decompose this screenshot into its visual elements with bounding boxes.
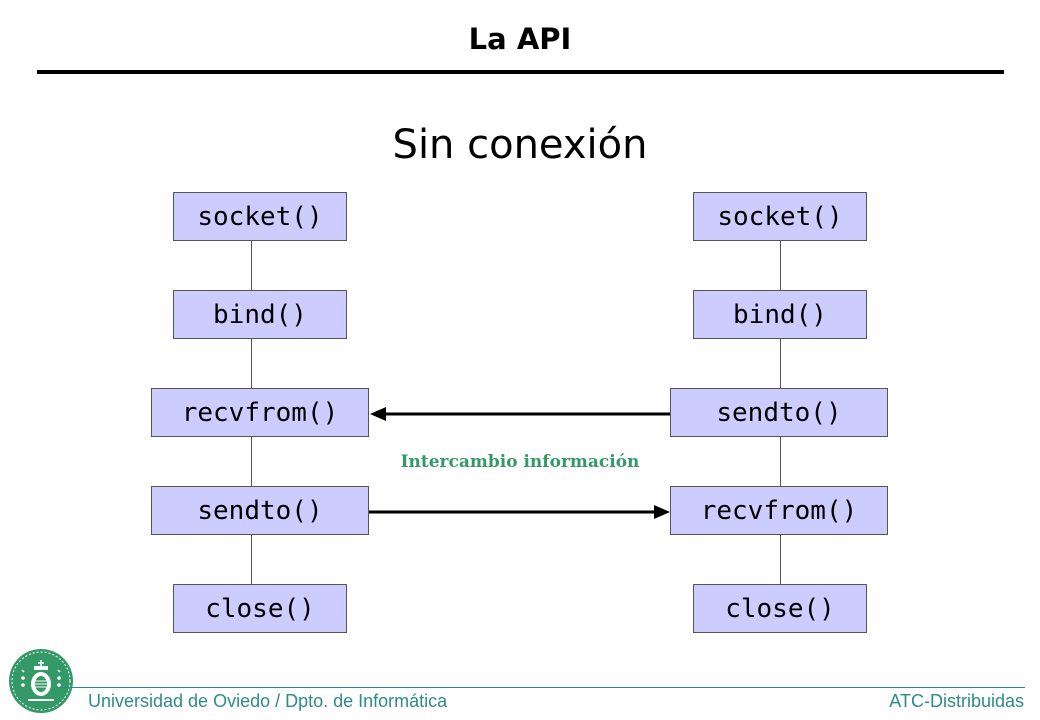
left-connector — [251, 241, 252, 290]
slide-title: La API — [468, 22, 572, 56]
arrow-right-head — [654, 505, 670, 519]
right-close-box: close() — [693, 584, 867, 633]
footer-institution: Universidad de Oviedo / Dpto. de Informá… — [88, 691, 448, 711]
left-bind-box: bind() — [173, 290, 347, 339]
left-connector — [251, 437, 252, 486]
right-socket-box: socket() — [693, 192, 867, 241]
exchange-label: Intercambio información — [400, 452, 640, 472]
left-sendto-box: sendto() — [151, 486, 369, 535]
right-connector — [780, 339, 781, 388]
right-sendto-box: sendto() — [670, 388, 888, 437]
right-bind-box: bind() — [693, 290, 867, 339]
left-connector — [251, 535, 252, 584]
university-seal-icon — [9, 649, 73, 713]
right-recvfrom-box: recvfrom() — [670, 486, 888, 535]
right-connector — [780, 437, 781, 486]
footer-course: ATC-Distribuidas — [889, 691, 1024, 711]
title-divider — [37, 70, 1004, 74]
slide-subtitle: Sin conexión — [392, 122, 648, 168]
left-recvfrom-box: recvfrom() — [151, 388, 369, 437]
left-socket-box: socket() — [173, 192, 347, 241]
left-close-box: close() — [173, 584, 347, 633]
arrow-left-head — [370, 407, 386, 421]
right-connector — [780, 535, 781, 584]
right-connector — [780, 241, 781, 290]
footer-divider — [60, 687, 1025, 688]
left-connector — [251, 339, 252, 388]
